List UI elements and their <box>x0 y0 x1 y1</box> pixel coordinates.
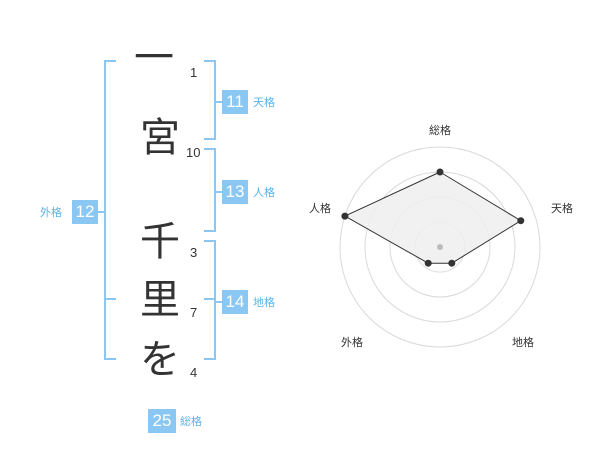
chikaku-bracket-divider <box>204 298 216 300</box>
soukaku-value: 25 <box>148 409 176 433</box>
jinkaku-connector <box>216 191 222 193</box>
chikaku-connector <box>216 301 222 303</box>
name-char-5: を <box>140 337 180 383</box>
radar-axis-label-soukaku: 総格 <box>429 123 451 137</box>
radar-point-2 <box>517 217 525 225</box>
stroke-count-3: 3 <box>190 245 198 260</box>
stroke-count-2: 10 <box>186 145 201 160</box>
stroke-count-1: 1 <box>190 65 198 80</box>
name-char-4: 里 <box>140 277 180 323</box>
chikaku-value: 14 <box>222 290 248 314</box>
tenkaku-value: 11 <box>222 90 248 114</box>
radar-axis-label-chikaku: 地格 <box>512 335 534 349</box>
name-char-1: 一 <box>134 35 174 81</box>
tenkaku-label: 天格 <box>253 96 275 109</box>
soukaku-label: 総格 <box>180 415 202 428</box>
jinkaku-value: 13 <box>222 180 248 204</box>
tenkaku-bracket <box>204 60 216 140</box>
jinkaku-label: 人格 <box>253 186 275 199</box>
gaikaku-connector <box>98 211 104 213</box>
gaikaku-bracket <box>104 60 116 360</box>
radar-points <box>341 168 525 267</box>
tenkaku-connector <box>216 101 222 103</box>
chikaku-bracket <box>204 240 216 360</box>
radar-center-dot <box>437 244 443 250</box>
jinkaku-bracket <box>204 148 216 232</box>
radar-axis-label-tenkaku: 天格 <box>551 201 573 215</box>
stroke-count-5: 4 <box>190 365 198 380</box>
radar-point-5 <box>341 212 349 220</box>
radar-axis-label-gaikaku: 外格 <box>341 335 363 349</box>
stroke-count-4: 7 <box>190 305 198 320</box>
radar-point-4 <box>424 259 432 267</box>
gaikaku-label: 外格 <box>40 206 62 219</box>
radar-polygon <box>343 171 522 264</box>
gaikaku-value: 12 <box>72 200 98 224</box>
radar-axis-label-jinkaku: 人格 <box>309 201 331 215</box>
chikaku-label: 地格 <box>253 296 275 309</box>
radar-point-3 <box>448 259 456 267</box>
name-char-2: 宮 <box>140 115 180 161</box>
name-char-3: 千 <box>140 219 180 265</box>
gaikaku-bracket-divider <box>104 298 116 300</box>
radar-ring-4 <box>339 146 541 348</box>
radar-point-1 <box>436 168 444 176</box>
